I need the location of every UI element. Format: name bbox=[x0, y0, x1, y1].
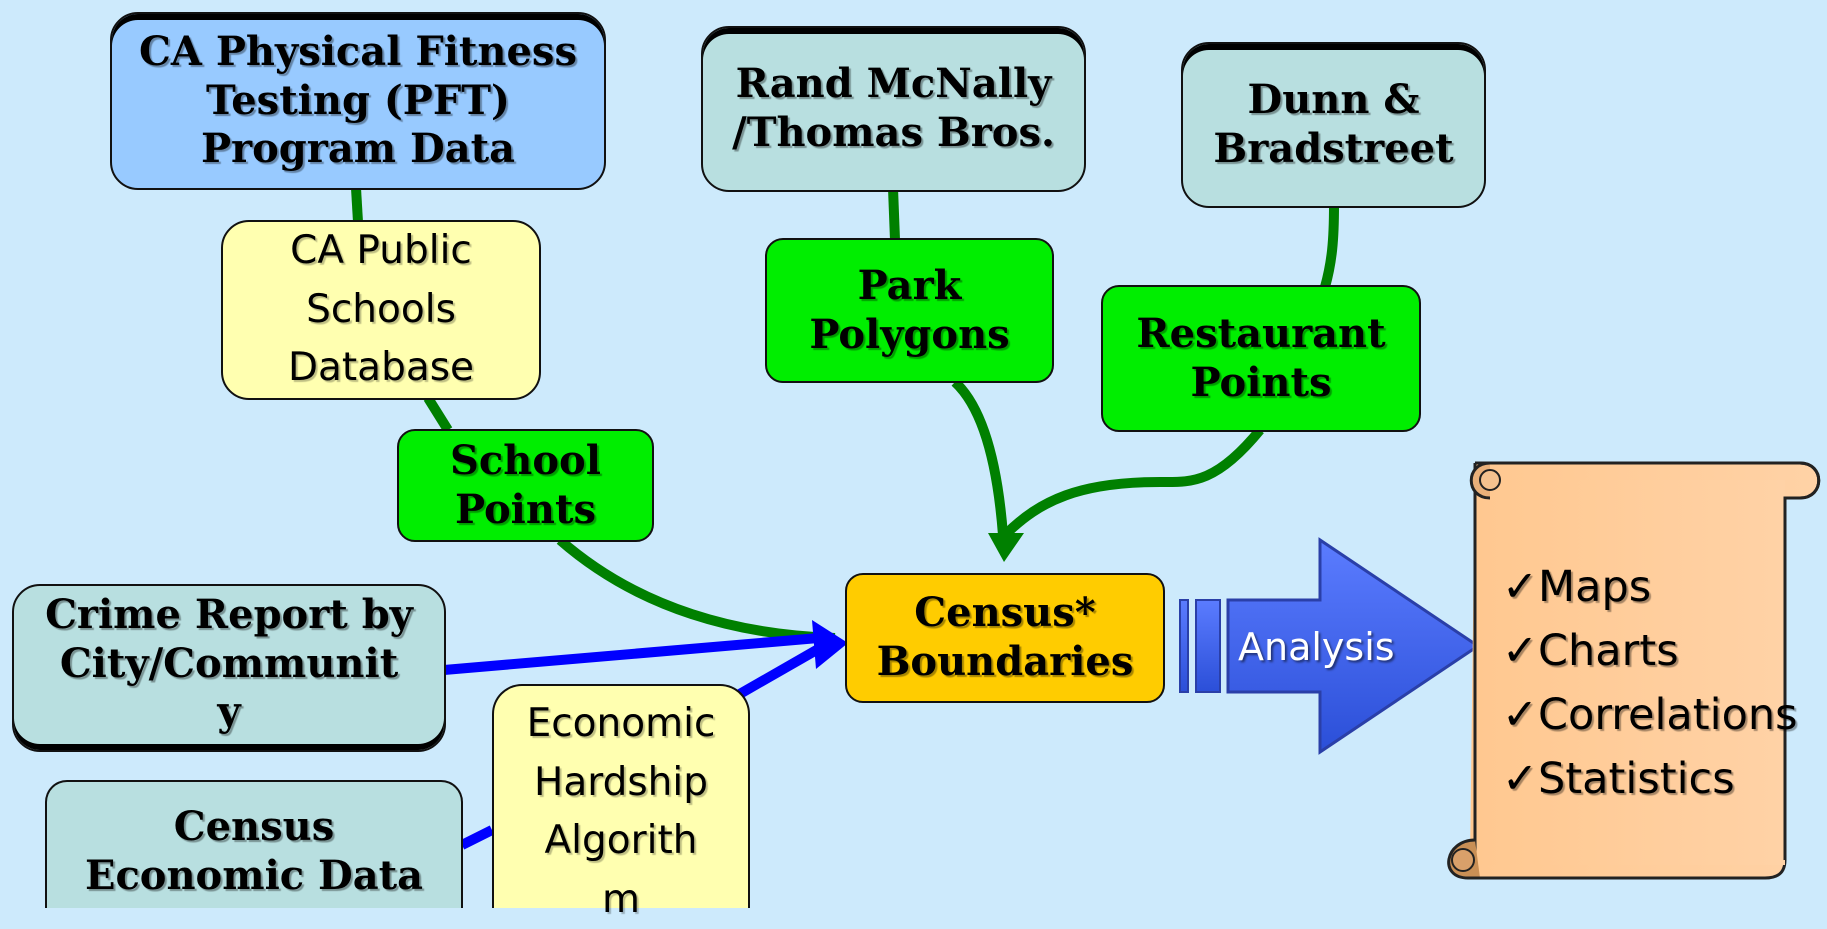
result-item-label: Statistics bbox=[1538, 754, 1735, 804]
result-item-label: Correlations bbox=[1538, 690, 1798, 740]
node-ca-public-schools-db: CA Public Schools Database bbox=[221, 220, 541, 400]
analysis-label: Analysis bbox=[1238, 625, 1395, 669]
checkmark-icon: ✓ bbox=[1502, 562, 1539, 612]
node-park-polygons: Park Polygons bbox=[765, 238, 1054, 383]
connector-schools-schoolpoints bbox=[423, 395, 453, 433]
node-school-points: School Points bbox=[397, 429, 654, 542]
checkmark-icon: ✓ bbox=[1502, 626, 1539, 676]
checkmark-icon: ✓ bbox=[1502, 690, 1539, 740]
results-scroll bbox=[1447, 461, 1821, 880]
node-census-boundaries: Census* Boundaries bbox=[845, 573, 1165, 703]
connector-econ-hardship bbox=[459, 825, 495, 850]
node-restaurant-points: Restaurant Points bbox=[1101, 285, 1421, 432]
connector-restaurant-census bbox=[1001, 426, 1264, 539]
connector-hardship-census bbox=[735, 643, 823, 700]
result-item-label: Charts bbox=[1538, 626, 1679, 676]
node-rand-mcnally: Rand McNally /Thomas Bros. bbox=[701, 26, 1086, 192]
node-pft-program-data: CA Physical Fitness Testing (PFT) Progra… bbox=[110, 12, 606, 190]
connectors bbox=[351, 187, 1821, 880]
analysis-arrow bbox=[1179, 537, 1481, 755]
connector-park-census bbox=[951, 378, 1008, 536]
connector-pft-schools bbox=[351, 187, 363, 223]
connector-arrowhead-census bbox=[988, 533, 1024, 562]
result-item: ✓Statistics bbox=[1502, 747, 1802, 811]
connector-schoolpoints-census bbox=[556, 536, 836, 643]
connector-rand-park bbox=[888, 187, 900, 241]
node-economic-hardship-algorithm: Economic Hardship Algorith m bbox=[492, 684, 750, 922]
result-item: ✓Charts bbox=[1502, 619, 1802, 683]
diagram-canvas: CA Physical Fitness Testing (PFT) Progra… bbox=[12, 12, 1821, 922]
checkmark-icon: ✓ bbox=[1502, 754, 1539, 804]
result-item-label: Maps bbox=[1538, 562, 1652, 612]
node-dunn-bradstreet: Dunn & Bradstreet bbox=[1181, 42, 1486, 208]
node-census-economic-data: Census Economic Data bbox=[45, 780, 463, 908]
result-item: ✓Maps bbox=[1502, 555, 1802, 619]
connector-crime-census bbox=[443, 632, 831, 675]
node-crime-report: Crime Report by City/Communit y bbox=[12, 584, 446, 752]
results-list: ✓Maps✓Charts✓Correlations✓Statistics bbox=[1502, 555, 1802, 811]
connector-arrowhead-blue bbox=[812, 620, 848, 669]
connector-dunn-restaurant bbox=[1320, 204, 1339, 289]
result-item: ✓Correlations bbox=[1502, 683, 1802, 747]
